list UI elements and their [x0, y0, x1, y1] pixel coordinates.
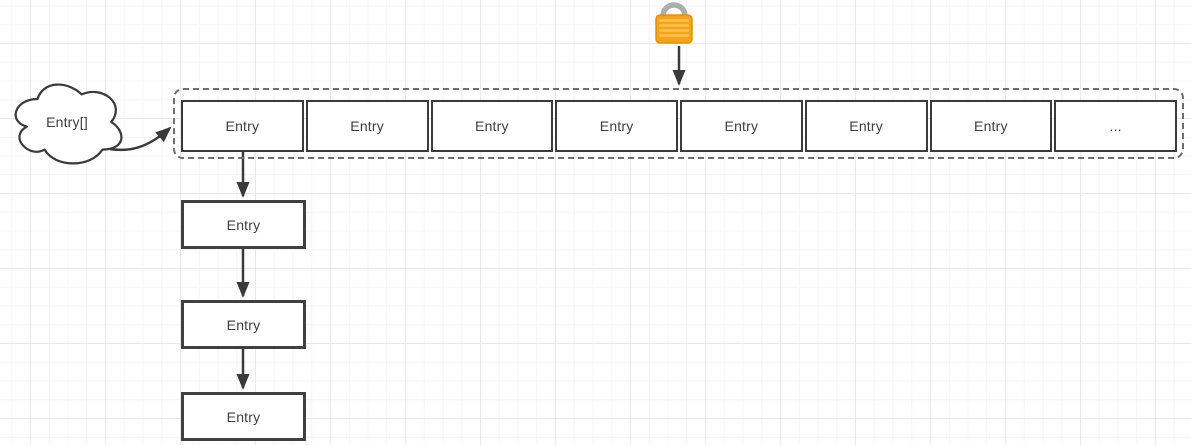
array-cell-4: Entry — [555, 100, 678, 152]
array-cell-8: ... — [1054, 100, 1177, 152]
cloud-label-wrap: Entry[] — [8, 76, 126, 168]
lock-icon — [655, 2, 693, 44]
entry-array: Entry Entry Entry Entry Entry Entry Entr… — [181, 100, 1177, 152]
array-reference-label: Entry[] — [46, 114, 88, 130]
array-cell-1: Entry — [181, 100, 304, 152]
chain-node-3: Entry — [181, 392, 306, 441]
array-container — [173, 88, 1184, 159]
chain-node-label: Entry — [226, 216, 261, 233]
array-cell-label: Entry — [475, 118, 509, 134]
array-cell-label: Entry — [974, 118, 1008, 134]
chain-node-2: Entry — [181, 300, 306, 349]
array-cell-label: Entry — [350, 118, 384, 134]
chain-node-label: Entry — [226, 408, 261, 425]
array-cell-label: Entry — [849, 118, 883, 134]
array-cell-label: ... — [1109, 118, 1122, 134]
array-cell-label: Entry — [724, 118, 759, 134]
array-cell-3: Entry — [430, 100, 554, 152]
array-cell-6: Entry — [804, 100, 928, 152]
array-cell-2: Entry — [305, 100, 429, 152]
array-cell-label: Entry — [225, 118, 260, 134]
array-cell-5: Entry — [680, 100, 803, 152]
array-cell-label: Entry — [599, 118, 634, 134]
chain-node-label: Entry — [226, 316, 261, 333]
chain-node-1: Entry — [181, 200, 306, 249]
array-cell-7: Entry — [929, 100, 1053, 152]
